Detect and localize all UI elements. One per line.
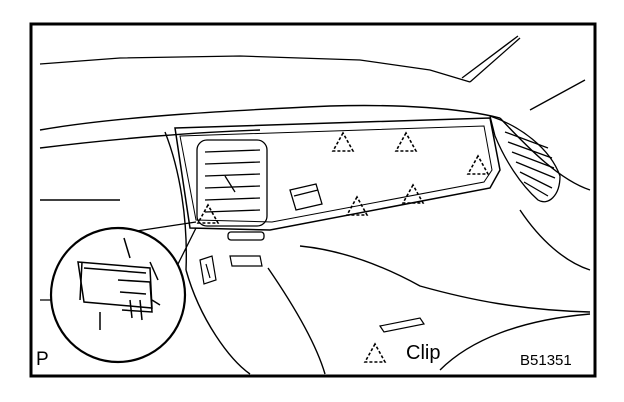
- clip-detail-inset: [49, 226, 187, 364]
- figure-code: B51351: [520, 352, 572, 369]
- corner-label: P: [36, 349, 49, 370]
- lower-panel: [40, 255, 425, 333]
- hazard-switch: [289, 183, 323, 211]
- legend-clip-text: Clip: [406, 342, 441, 364]
- side-vent: [489, 115, 561, 203]
- windshield-lines: [39, 35, 586, 111]
- dashboard-body: [39, 104, 591, 375]
- center-vent: [196, 139, 268, 241]
